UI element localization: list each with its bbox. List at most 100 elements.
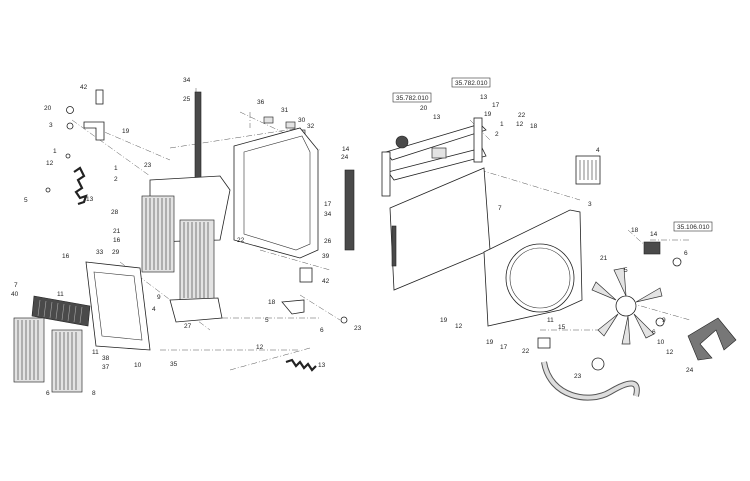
- bushing-23: [340, 316, 348, 324]
- label-39: 39: [322, 253, 330, 260]
- label-9: 9: [157, 294, 161, 301]
- label-6c: 6: [684, 250, 688, 257]
- label-23: 23: [144, 162, 152, 169]
- valve-20: [395, 135, 409, 149]
- right-assembly: 35.782.010 35.782.010 35.106.010: [381, 77, 737, 401]
- label-31: 31: [281, 107, 289, 114]
- label-38: 38: [102, 355, 110, 362]
- label-34b: 34: [324, 211, 332, 218]
- label-27: 27: [184, 323, 192, 330]
- seal-strip-24: [344, 169, 355, 251]
- label-1b: 1: [114, 165, 118, 172]
- label-12c: 12: [516, 121, 524, 128]
- label-12: 12: [46, 160, 54, 167]
- label-28: 28: [111, 209, 119, 216]
- label-16b: 16: [62, 253, 70, 260]
- clip-31: [263, 116, 274, 124]
- hose-23: [541, 361, 640, 401]
- label-7: 7: [14, 282, 18, 289]
- label-32: 32: [307, 123, 315, 130]
- label-30: 30: [298, 117, 306, 124]
- label-12b: 12: [256, 344, 264, 351]
- label-26: 26: [324, 238, 332, 245]
- label-29: 29: [112, 249, 120, 256]
- radiator-core-22: [179, 219, 215, 301]
- label-6: 6: [320, 327, 324, 334]
- label-24b: 24: [686, 367, 694, 374]
- label-11: 11: [57, 291, 64, 298]
- label-10: 10: [134, 362, 142, 369]
- side-post-right: [473, 117, 483, 163]
- bushing-20: [66, 106, 74, 114]
- label-21: 21: [113, 228, 121, 235]
- label-12e: 12: [666, 349, 674, 356]
- label-24: 24: [341, 154, 349, 161]
- label-9b: 9: [662, 317, 666, 324]
- label-19d: 19: [486, 339, 494, 346]
- label-42b: 42: [322, 278, 330, 285]
- front-frame-16: [85, 261, 151, 351]
- ref-box-3: 35.106.010: [673, 221, 713, 232]
- left-assembly: [13, 88, 355, 393]
- belt-24: [687, 317, 737, 361]
- label-21b: 21: [600, 255, 608, 262]
- bumper-22: [537, 337, 551, 349]
- bolt-5: [45, 187, 51, 193]
- clip-30: [285, 121, 296, 129]
- label-7b: 7: [498, 205, 502, 212]
- label-2b: 2: [495, 131, 499, 138]
- label-19: 19: [122, 128, 130, 135]
- lower-mount-bar: [387, 147, 487, 181]
- label-13b: 13: [318, 362, 326, 369]
- label-19c: 19: [440, 317, 448, 324]
- rear-frame: [233, 127, 319, 259]
- label-40: 40: [11, 291, 19, 298]
- label-20: 20: [44, 105, 52, 112]
- label-18c: 18: [631, 227, 639, 234]
- label-25: 25: [183, 96, 191, 103]
- label-14: 14: [342, 146, 350, 153]
- label-12d: 12: [455, 323, 463, 330]
- panel-7-edge: [391, 225, 397, 267]
- label-22c: 22: [522, 348, 530, 355]
- hose-clamp: [591, 357, 605, 371]
- seal-strip-25: [194, 91, 202, 183]
- label-11c: 11: [547, 317, 554, 324]
- bolt-1: [65, 153, 71, 159]
- spring-13b: [285, 358, 317, 372]
- label-35: 35: [170, 361, 178, 368]
- label-4: 4: [152, 306, 156, 313]
- label-1c: 1: [500, 121, 504, 128]
- label-6b: 6: [46, 390, 50, 397]
- label-17: 17: [324, 201, 332, 208]
- oil-cooler-7: [31, 295, 91, 327]
- ref-box-1-text: 35.782.010: [396, 95, 429, 102]
- ref-box-2-text: 35.782.010: [455, 80, 488, 87]
- cooler-8: [51, 329, 83, 393]
- label-14b: 14: [650, 231, 658, 238]
- callout-labels: 34 25 42 20 3 19 1 12 36 31 30 32 1 2 23…: [11, 77, 694, 397]
- label-11b: 11: [92, 349, 99, 356]
- label-18b: 18: [530, 123, 538, 130]
- label-6d: 6: [652, 329, 656, 336]
- bracket-19: [83, 121, 105, 141]
- label-3b: 3: [588, 201, 592, 208]
- ref-box-3-text: 35.106.010: [677, 224, 710, 231]
- sensor-block: [431, 147, 447, 159]
- bracket-18: [281, 299, 305, 315]
- washer-6: [655, 317, 665, 327]
- label-5: 5: [24, 197, 28, 204]
- ref-box-2: 35.782.010: [451, 77, 491, 88]
- label-5c: 5: [624, 267, 628, 274]
- spring-13: [73, 166, 88, 206]
- label-16: 16: [113, 237, 121, 244]
- bracket-42b: [299, 267, 313, 283]
- label-23b: 23: [354, 325, 362, 332]
- label-4b: 4: [596, 147, 600, 154]
- tray-27: [169, 297, 223, 323]
- condenser-6: [13, 317, 45, 383]
- washer-3: [66, 122, 74, 130]
- label-5b: 5: [265, 317, 269, 324]
- label-13: 13: [86, 196, 94, 203]
- o-ring-6: [672, 257, 682, 267]
